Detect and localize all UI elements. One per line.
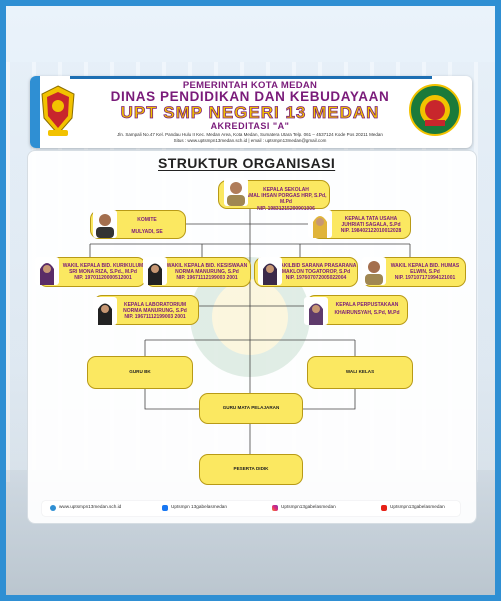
sarpras-nip: NIP. 197607072005022004 [285,275,347,282]
page-title: STRUKTUR ORGANISASI [158,155,336,171]
tatausaha-nip: NIP. 198402122010012028 [340,228,402,235]
photo-wakil-humas [362,257,386,285]
header-top-rule [70,76,432,79]
photo-kepala-laboratorium [93,297,117,325]
tatausaha-name: JUHRIATI SAGALA, S.Pd [341,222,401,229]
kesiswaan-role: WAKIL KEPALA BID. KESISWAAN [166,263,248,269]
header-contact: Situs : www.uptsmpn13medan.sch.id | emai… [173,138,327,143]
header-address: Jln. Sampali No.47 Kel. Pandau Hulu II K… [117,132,383,137]
box-wali-kelas: WALI KELAS [307,356,413,389]
lab-nip: NIP. 19671112199003 2001 [124,314,186,321]
instagram-icon [272,505,278,511]
sarpras-role: WAKILBID SARANA PRASARANA [275,263,357,269]
photo-komite [93,210,117,238]
gurumapel-label: GURU MATA PELAJARAN [222,405,280,411]
kurikulum-role: WAKIL KEPALA BID. KURIKULUM [62,263,144,269]
header-line-2: DINAS PENDIDIKAN DAN KEBUDAYAAN [110,89,390,104]
header-school-name: UPT SMP NEGERI 13 MEDAN [120,103,380,123]
photo-kepala-perpustakaan [304,297,328,325]
kepsek-nip: NIP. 19831215200901006 [257,205,315,212]
kurikulum-nip: NIP. 19701120000512001 [74,275,132,282]
gurubk-label: GURU BK [129,369,151,375]
box-peserta-didik: PESERTA DIDIK [199,454,303,485]
perpus-name: KHAIRUNSYAH, S.Pd, M.Pd [334,310,400,317]
perpus-role: KEPALA PERPUSTAKAAN [335,302,399,308]
photo-kepala-sekolah [224,178,248,206]
photo-wakil-kesiswaan [143,257,167,285]
footer-facebook[interactable]: Uptsmpn 13gabelasmedan [171,504,228,509]
kurikulum-name: SRI MONA RIZA, S.Pd., M.Pd [69,269,137,276]
lab-name: NORMA MANURUNG, S.Pd [123,308,187,315]
kesiswaan-name: NORMA MANURUNG, S.Pd [175,269,239,276]
komite-name: MULYADI, SE [131,229,163,236]
photo-kepala-tata-usaha [308,210,332,238]
header-accreditation: AKREDITASI "A" [210,121,290,131]
header-line-1: PEMERINTAH KOTA MEDAN [182,80,318,91]
sarpras-name: MAKLON TOGATOROP, S.Pd [281,269,351,276]
photo-wakil-sarpras [258,257,282,285]
box-guru-mata-pelajaran: GURU MATA PELAJARAN [199,393,303,424]
footer-youtube[interactable]: Uptsmpn13gabelasmedan [390,504,445,509]
lab-role: KEPALA LABORATORIUM [123,302,187,308]
kesiswaan-nip: NIP. 19671112199003 2001 [176,275,238,282]
box-guru-bk: GURU BK [87,356,193,389]
footer-bar [42,501,460,516]
school-seal-icon [409,84,461,136]
walikelas-label: WALI KELAS [345,369,375,375]
kepsek-role: KEPALA SEKOLAH [263,187,309,193]
city-emblem-icon [41,85,75,136]
pesertadidik-label: PESERTA DIDIK [233,466,269,472]
header-banner [30,76,472,148]
humas-name: ELWIN, S.Pd [410,269,440,276]
footer-website[interactable]: www.uptsmpn13medan.sch.id [59,504,122,509]
humas-role: WAKIL KEPALA BID. HUMAS [390,263,460,269]
kepsek-name: AMAL IHSAN PORGAS HRP, S.Pd, M.Pd [245,193,327,206]
komite-role: KOMITE [137,217,157,223]
footer-instagram[interactable]: Uptsmpn13gabelasmedan [281,504,336,509]
globe-icon [50,505,56,511]
facebook-icon [162,505,168,511]
photo-wakil-kurikulum [35,257,59,285]
youtube-icon [381,505,387,511]
tatausaha-role: KEPALA TATA USAHA [344,216,398,222]
header-accent-bar [30,76,40,148]
humas-nip: NIP. 197107171994121001 [394,275,456,282]
